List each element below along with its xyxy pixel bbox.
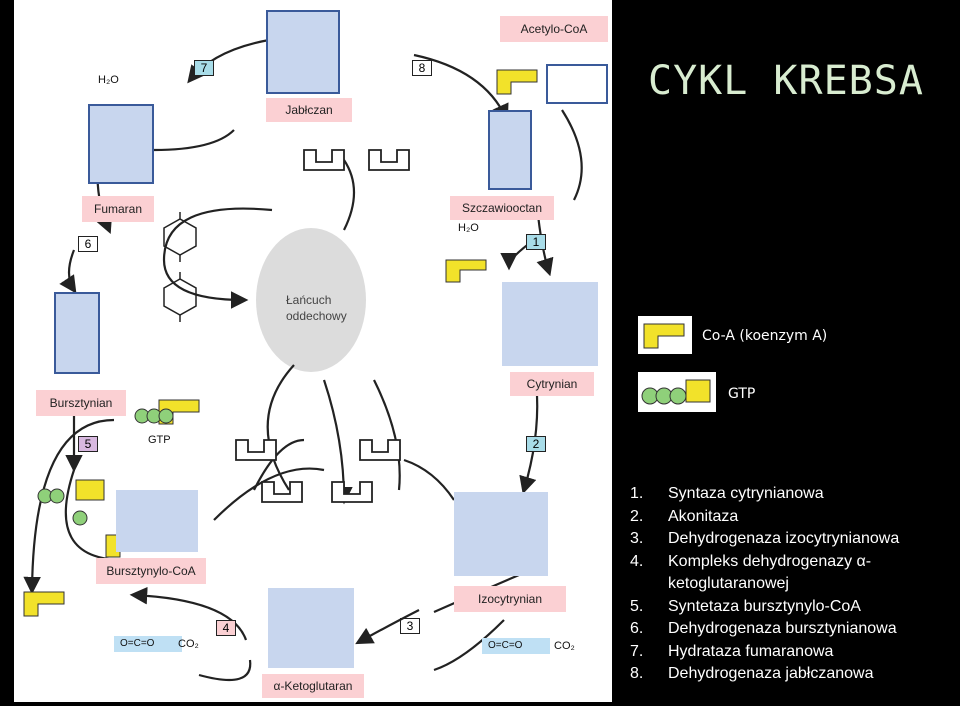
co2-formula: O=C=O (120, 638, 155, 649)
quinone-icon (163, 272, 197, 322)
citrate-molecule (502, 282, 598, 366)
arrow-fadh (162, 207, 273, 309)
coa-icon (445, 259, 487, 283)
label-citrate: Cytrynian (510, 372, 594, 396)
alpha-ketoglutarate-molecule (268, 588, 354, 668)
list-item: 2.Akonitaza (630, 507, 739, 525)
list-item: 8.Dehydrogenaza jabłczanowa (630, 665, 874, 682)
arrow-nad-left (253, 438, 305, 491)
arrow-h2o (153, 129, 235, 152)
nadh-icon (331, 481, 373, 503)
phosphate-icon (158, 408, 174, 424)
malate-molecule (266, 10, 340, 94)
label-fumarate: Fumaran (82, 196, 154, 222)
arrow-nad-2 (373, 379, 401, 491)
nad-icon (303, 149, 345, 171)
arrow-step8 (413, 53, 509, 122)
legend-coa-swatch (638, 316, 692, 354)
label-isocitrate: Izocytrynian (454, 586, 566, 612)
co2-label: CO₂ (554, 640, 575, 652)
step-2: 2 (526, 436, 546, 452)
co2-molecule-box (482, 638, 550, 654)
arrow-co2-4 (198, 659, 252, 682)
list-item: 7.Hydrataza fumaranowa (630, 642, 834, 660)
nad-icon (359, 439, 401, 461)
acetyl-molecule (546, 64, 608, 104)
co2-label: CO₂ (178, 638, 199, 650)
nadh-icon (235, 439, 277, 461)
nadh-icon (368, 149, 410, 171)
succinate-molecule (54, 292, 100, 374)
arrow-nad-8 (343, 159, 355, 231)
label-respiratory-chain: Łańcuch oddechowy (286, 293, 347, 323)
hydroquinone-icon (163, 212, 197, 262)
list-item: 6.Dehydrogenaza bursztynianowa (630, 620, 897, 637)
arrow-step5-link (213, 467, 325, 521)
label-alpha-ketoglutarate: α-Ketoglutaran (262, 674, 364, 698)
coa-icon (23, 591, 65, 617)
list-item: 3.Dehydrogenaza izocytrynianowa (630, 530, 900, 547)
label-succinyl-coa: Bursztynylo-CoA (96, 558, 206, 584)
step-4: 4 (216, 620, 236, 636)
arrow-nad-4 (266, 364, 295, 491)
list-item: 4.Kompleks dehydrogenazy α-ketoglutarano… (630, 552, 872, 593)
krebs-cycle-diagram: Acetylo-CoA Jabłczan Szczawiooctan Fumar… (14, 0, 612, 702)
step-6: 6 (78, 236, 98, 252)
list-item: 1.Syntaza cytrynianowa (630, 485, 824, 502)
step-1: 1 (526, 234, 546, 250)
arrow-nad-right (403, 458, 455, 501)
respiratory-chain-blob (256, 228, 366, 372)
fumarate-molecule (88, 104, 154, 184)
co2-molecule-box (114, 636, 182, 652)
coa-icon (75, 479, 105, 501)
arrow-coa-5 (23, 418, 115, 595)
coa-icon (496, 69, 538, 95)
legend-gtp-label: GTP (728, 386, 756, 402)
step-3: 3 (400, 618, 420, 634)
enzyme-list: 1.Syntaza cytrynianowa 2.Akonitaza 3.Deh… (630, 483, 960, 686)
legend-coa-label: Co-A (koenzym A) (702, 328, 828, 344)
phosphate-icon (49, 488, 65, 504)
arrow-step6-out (59, 249, 77, 294)
step-8: 8 (412, 60, 432, 76)
label-succinate: Bursztynian (36, 390, 126, 416)
step-7: 7 (194, 60, 214, 76)
arrow-co2-3 (433, 619, 505, 672)
gtp-label: GTP (148, 434, 171, 446)
nad-icon (261, 481, 303, 503)
succinyl-coa-molecule (116, 490, 198, 552)
isocitrate-molecule (454, 492, 548, 576)
arrow-step4 (129, 586, 248, 641)
page-title: CYKL KREBSA (648, 58, 924, 104)
step-5: 5 (78, 436, 98, 452)
arrow-step3-left (355, 609, 420, 645)
legend-gtp-swatch (638, 372, 716, 412)
h2o-label: H₂O (98, 74, 119, 86)
oxaloacetate-molecule (488, 110, 532, 190)
list-item: 5.Syntetaza bursztynylo-CoA (630, 597, 861, 615)
label-acetyl-coa: Acetylo-CoA (500, 16, 608, 42)
label-oxaloacetate: Szczawiooctan (450, 196, 554, 220)
phosphate-icon (72, 510, 88, 526)
co2-formula: O=C=O (488, 640, 523, 651)
arrow-acetylcoa-in (561, 109, 583, 201)
label-malate: Jabłczan (266, 98, 352, 122)
h2o-label: H₂O (458, 222, 479, 234)
